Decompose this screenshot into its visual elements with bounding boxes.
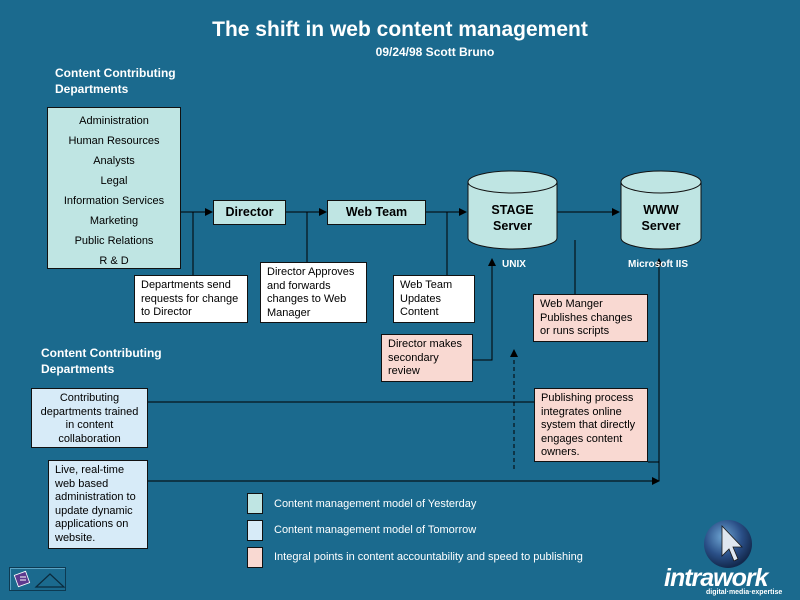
iis-label: Microsoft IIS xyxy=(628,259,689,270)
note-webteam-updates: Web Team Updates Content xyxy=(393,275,475,323)
server-name-line: Server xyxy=(493,219,532,233)
note-dept-send: Departments send requests for change to … xyxy=(134,275,248,323)
slide-nav-button[interactable] xyxy=(9,567,66,591)
legend: Content management model of Yesterday Co… xyxy=(247,493,607,573)
department-list: Administration Human Resources Analysts … xyxy=(47,107,181,269)
section-heading-tomorrow: Content Contributing Departments xyxy=(41,345,162,377)
logo-wordmark: intrawork xyxy=(664,564,769,592)
logo-graphic xyxy=(704,520,752,568)
department-item: Administration xyxy=(79,115,149,127)
stage-label: STAGE Server xyxy=(467,202,558,234)
intrawork-logo: intrawork digital·media·expertise xyxy=(662,518,798,598)
legend-swatch-integral xyxy=(247,547,263,568)
heading-line: Content Contributing xyxy=(55,66,176,80)
stage-server: STAGE Server xyxy=(467,170,558,250)
section-heading-yesterday: Content Contributing Departments xyxy=(55,65,176,97)
legend-label-yesterday: Content management model of Yesterday xyxy=(274,498,477,510)
department-item: R & D xyxy=(99,255,129,267)
slide-nav-icon xyxy=(13,570,66,588)
server-name-line: STAGE xyxy=(491,203,534,217)
legend-label-tomorrow: Content management model of Tomorrow xyxy=(274,524,477,536)
database-icon xyxy=(620,170,702,250)
page-subtitle: 09/24/98 Scott Bruno xyxy=(375,45,495,59)
heading-line: Content Contributing xyxy=(41,346,162,360)
unix-label: UNIX xyxy=(502,259,526,270)
legend-swatch-yesterday xyxy=(247,493,263,514)
page-title: The shift in web content management xyxy=(212,18,588,41)
note-webmanager: Web Manger Publishes changes or runs scr… xyxy=(533,294,648,342)
heading-line: Departments xyxy=(41,362,115,376)
www-label: WWW Server xyxy=(620,202,702,234)
note-trained: Contributing departments trained in cont… xyxy=(31,388,148,448)
director-box: Director xyxy=(213,200,286,225)
department-item: Information Services xyxy=(63,195,165,207)
department-item: Analysts xyxy=(93,155,135,167)
www-server: WWW Server xyxy=(620,170,702,250)
note-director-review: Director makes secondary review xyxy=(381,334,473,382)
note-publishing: Publishing process integrates online sys… xyxy=(534,388,648,462)
heading-line: Departments xyxy=(55,82,129,96)
server-name-line: WWW xyxy=(643,203,679,217)
department-item: Legal xyxy=(100,175,128,187)
server-name-line: Server xyxy=(641,219,681,233)
webteam-box: Web Team xyxy=(327,200,426,225)
note-live: Live, real-time web based administration… xyxy=(48,460,148,549)
department-item: Human Resources xyxy=(68,135,160,147)
department-item: Marketing xyxy=(89,215,139,227)
department-item: Public Relations xyxy=(74,235,154,247)
legend-label-integral: Integral points in content accountabilit… xyxy=(274,551,583,563)
database-icon xyxy=(467,170,558,250)
legend-swatch-tomorrow xyxy=(247,520,263,541)
logo-tagline: digital·media·expertise xyxy=(706,589,783,596)
note-director-approves: Director Approves and forwards changes t… xyxy=(260,262,367,323)
